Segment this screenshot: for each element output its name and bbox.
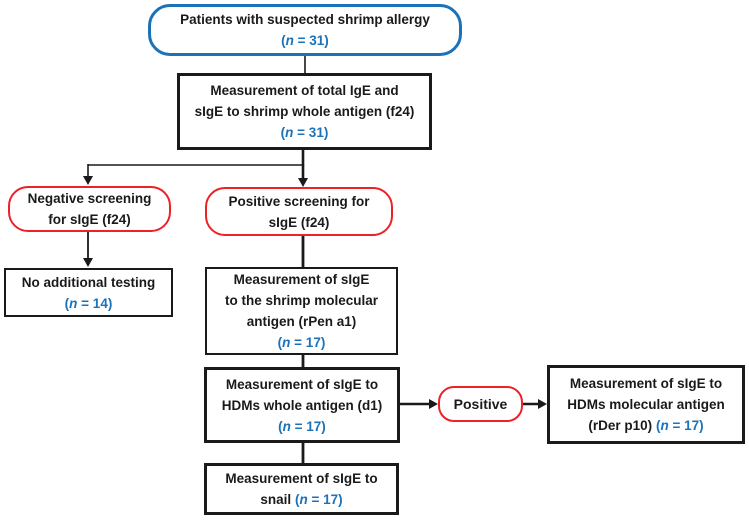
node-line: Measurement of sIgE to (225, 376, 379, 392)
node-positive-result: Positive (438, 386, 523, 422)
node-text: Measurement of total IgE and sIgE to shr… (195, 80, 415, 143)
arrowhead-positive-screening (298, 178, 308, 187)
arrowhead-hdm-molecular (538, 399, 547, 409)
node-no-additional-testing: No additional testing (n = 14) (4, 268, 173, 317)
node-line: for sIgE (f24) (48, 212, 131, 227)
node-line: Measurement of sIgE (233, 272, 370, 287)
node-text: Measurement of sIgE to HDMs molecular an… (567, 373, 725, 436)
node-line: Positive (453, 395, 508, 412)
node-patients-suspected-shrimp-allergy: Patients with suspected shrimp allergy (… (148, 4, 462, 56)
node-line: Measurement of total IgE and (210, 83, 399, 98)
node-line: Measurement of sIgE to (225, 471, 378, 486)
n-count-label: (n = 31) (280, 125, 329, 140)
n-count-label: (n = 31) (281, 33, 329, 48)
node-positive-screening: Positive screening for sIgE (f24) (205, 187, 393, 236)
n-count-label: (n = 17) (294, 492, 343, 507)
node-text: No additional testing (n = 14) (22, 272, 156, 314)
node-measurement-sige-shrimp-molecular: Measurement of sIgE to the shrimp molecu… (205, 267, 398, 355)
node-line: snail (260, 492, 292, 507)
node-text: Patients with suspected shrimp allergy (… (180, 9, 430, 51)
n-count-label: (n = 17) (278, 418, 326, 434)
node-text: Positive screening for sIgE (f24) (228, 191, 369, 233)
node-line: HDMs molecular antigen (567, 397, 725, 412)
node-line: sIgE to shrimp whole antigen (f24) (194, 104, 415, 119)
n-count-label: (n = 14) (64, 295, 113, 311)
arrowhead-no-additional (83, 258, 93, 267)
node-line: Positive screening for (228, 193, 370, 209)
node-text: Measurement of sIgE to HDMs whole antige… (222, 374, 383, 437)
node-line: HDMs whole antigen (d1) (221, 397, 383, 413)
node-line: Measurement of sIgE to (569, 376, 723, 391)
node-line: to the shrimp molecular (224, 293, 379, 308)
n-count-label: (n = 17) (277, 335, 326, 350)
node-line: Patients with suspected shrimp allergy (180, 12, 430, 27)
arrowhead-negative-screening (83, 176, 93, 185)
node-line: No additional testing (21, 274, 156, 290)
n-count-label: (n = 17) (655, 418, 704, 433)
node-text: Negative screening for sIgE (f24) (28, 188, 152, 230)
node-line: Negative screening (27, 191, 152, 206)
node-measurement-sige-snail: Measurement of sIgE to snail (n = 17) (204, 463, 399, 515)
node-measurement-sige-hdm-molecular: Measurement of sIgE to HDMs molecular an… (547, 365, 745, 444)
arrowhead-positive (429, 399, 438, 409)
node-measurement-total-ige: Measurement of total IgE and sIgE to shr… (177, 73, 432, 150)
node-text: Measurement of sIgE to the shrimp molecu… (225, 269, 378, 353)
node-negative-screening: Negative screening for sIgE (f24) (8, 186, 171, 232)
node-measurement-sige-hdm-whole: Measurement of sIgE to HDMs whole antige… (204, 367, 400, 443)
node-line: (rDer p10) (588, 418, 653, 433)
node-line: antigen (rPen a1) (246, 314, 357, 329)
node-line: sIgE (f24) (268, 214, 330, 230)
node-text: Positive (454, 394, 508, 415)
node-text: Measurement of sIgE to snail (n = 17) (225, 468, 377, 510)
